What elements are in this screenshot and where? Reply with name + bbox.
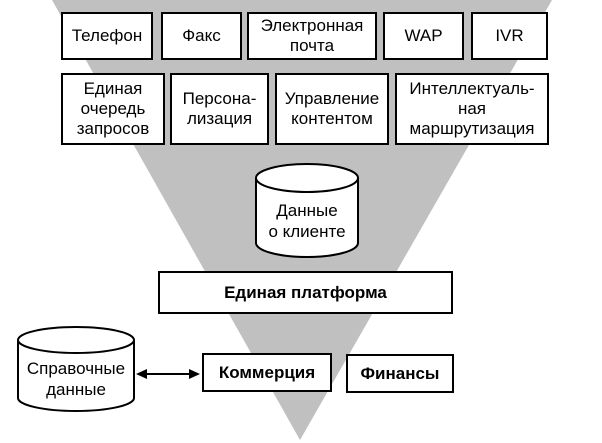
content-management-box: Управление контентом [275,73,389,145]
unified-queue-box: Единая очередь запросов [61,73,165,145]
channel-fax-box: Факс [161,12,242,60]
unified-platform-box: Единая платформа [158,271,453,314]
channel-wap-box: WAP [383,12,464,60]
customer-data-label: Данные о клиенте [268,201,346,241]
intelligent-routing-box: Интеллектуаль- ная маршрутизация [395,73,549,145]
channel-email-box: Электронная почта [247,12,377,60]
customer-data-cylinder [255,163,359,258]
commerce-box: Коммерция [202,353,332,392]
channel-ivr-box: IVR [471,12,548,60]
double-arrow [136,369,200,379]
reference-data-label: Справочные данные [26,359,126,399]
channel-phone-box: Телефон [61,12,153,60]
personalization-box: Персона- лизация [170,73,269,145]
reference-data-cylinder [17,326,135,412]
finance-box: Финансы [346,354,454,393]
